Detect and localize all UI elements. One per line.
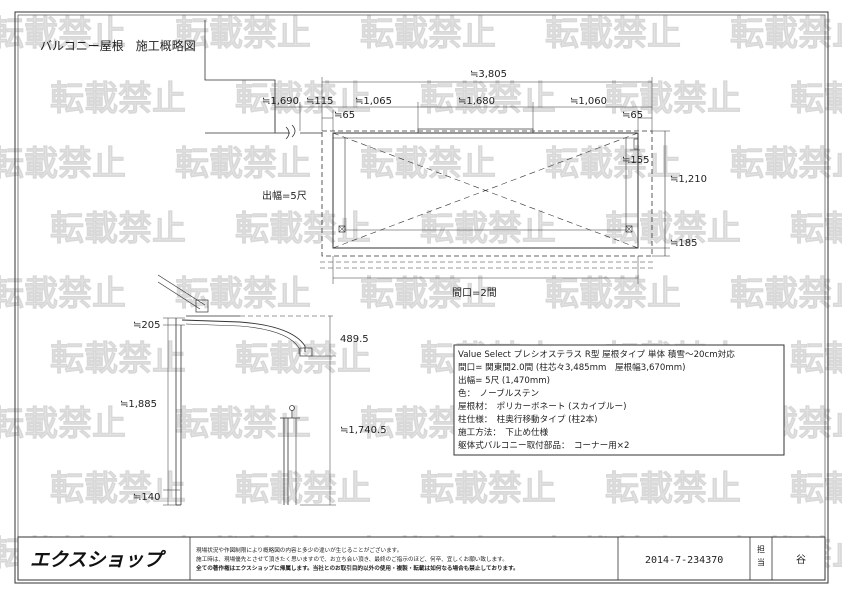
watermark-text: 転載禁止 [360,274,496,314]
watermark-text: 転載禁止 [545,144,681,184]
building-outline [204,20,276,134]
dim-17405: ≒1,740.5 [340,425,387,436]
spec-line: 躯体式バルコニー取付部品： コーナー用×2 [458,439,629,451]
frontage-label: 間口=2間 [452,287,497,299]
footer-note-3: 全ての著作権はエクスショップに帰属します。当社とのお取引目的以外の使用・複製・転… [195,564,519,572]
watermark-text: 転載禁止 [790,209,842,249]
watermark-text: 転載禁止 [360,14,496,54]
watermark-text: 転載禁止 [0,14,126,54]
watermark-text: 転載禁止 [50,339,186,379]
spec-line: 出幅= 5尺 (1,470mm) [458,374,550,386]
watermark-text: 転載禁止 [605,209,741,249]
projection-label: 出幅=5尺 [262,189,307,202]
section-view [157,274,336,506]
dim-205: ≒205 [133,320,160,331]
watermark-text: 転載禁止 [50,209,186,249]
watermark-text: 転載禁止 [0,144,126,184]
staff-name: 谷 [796,554,806,566]
post-right [625,225,633,233]
spec-line: 施工方法： 下止め仕様 [458,426,549,438]
watermark-text: 転載禁止 [730,274,842,314]
post-left [338,225,346,233]
watermark-layer: 転載禁止転載禁止転載禁止転載禁止転載禁止転載禁止転載禁止転載禁止転載禁止転載禁止… [0,14,842,575]
drawing-number: 2014-7-234370 [645,555,723,566]
dim-1065: ≒1,065 [355,96,392,107]
watermark-text: 転載禁止 [0,274,126,314]
watermark-text: 転載禁止 [235,79,371,119]
footer-note-2: 施工時は、現場優先とさせて頂きたく思いますので、お立ち会い頂き、最終のご指示のほ… [196,555,508,563]
dim-1060: ≒1,060 [570,96,607,107]
gutter-bar [417,128,534,134]
spec-line: 色： ノーブルステン [458,387,539,399]
watermark-text: 転載禁止 [545,274,681,314]
watermark-text: 転載禁止 [175,274,311,314]
staff-label: 担当 [757,544,765,567]
spec-line: 間口= 関東間2.0間 (柱芯々3,485mm 屋根幅3,670mm) [458,361,685,373]
dim-1210: ≒1,210 [670,174,707,185]
dim-185: ≒185 [670,238,697,249]
watermark-text: 転載禁止 [790,469,842,509]
watermark-text: 転載禁止 [420,79,556,119]
outer-frame [14,11,829,584]
dim-1690: ≒1,690 [262,96,299,107]
spec-lines: Value Select プレシオステラス R型 屋根タイプ 単体 積雪～20c… [458,348,735,451]
drawing-title: バルコニー屋根 施工概略図 [40,38,196,53]
watermark-text: 転載禁止 [605,79,741,119]
dim-155: ≒155 [622,155,649,166]
watermark-text: 転載禁止 [50,469,186,509]
watermark-text: 転載禁止 [790,79,842,119]
dim-65-left: ≒65 [334,110,355,121]
company-logo: エクスショップ [30,549,166,571]
roof-outline [321,130,653,257]
watermark-text: 転載禁止 [0,404,126,444]
spec-line: 柱仕様： 柱奥行移動タイプ (柱2本) [458,413,598,425]
dim-140: ≒140 [133,492,160,503]
watermark-text: 転載禁止 [235,209,371,249]
dim-4895: 489.5 [340,334,369,345]
spec-line: 屋根材： ポリカーボネート (スカイブルー) [458,400,626,412]
watermark-text: 転載禁止 [420,209,556,249]
dim-1885: ≒1,885 [120,399,157,410]
plan-dimension-labels: ≒3,805 ≒1,690 ≒115 ≒1,065 ≒1,680 ≒1,060 … [262,69,707,299]
dim-115: ≒115 [306,96,333,107]
watermark-text: 転載禁止 [730,144,842,184]
watermark-text: 転載禁止 [420,469,556,509]
watermark-text: 転載禁止 [605,469,741,509]
watermark-text: 転載禁止 [175,144,311,184]
watermark-text: 転載禁止 [235,339,371,379]
watermark-text: 転載禁止 [235,469,371,509]
diagonal-2 [332,132,639,249]
roof-profile [181,319,306,352]
watermark-text: 転載禁止 [730,14,842,54]
watermark-text: 転載禁止 [545,14,681,54]
watermark-text: 転載禁止 [360,144,496,184]
dim-1680: ≒1,680 [458,96,495,107]
title-block: エクスショップ 現場状況や作図制限により概略図の内容と多少の違いが生じることがご… [17,536,826,581]
watermark-text: 転載禁止 [175,14,311,54]
plan-view [204,20,670,284]
spec-line: Value Select プレシオステラス R型 屋根タイプ 単体 積雪～20c… [458,348,735,360]
watermark-text: 転載禁止 [50,79,186,119]
break-symbol [285,124,296,140]
footer-note-1: 現場状況や作図制限により概略図の内容と多少の違いが生じることがございます。 [196,546,402,554]
spec-box [453,344,785,456]
watermark-text: 転載禁止 [790,339,842,379]
dim-65-right: ≒65 [622,110,643,121]
dim-total: ≒3,805 [470,69,507,80]
section-dimension-labels: ≒205 ≒1,885 ≒140 489.5 ≒1,740.5 [120,320,387,503]
